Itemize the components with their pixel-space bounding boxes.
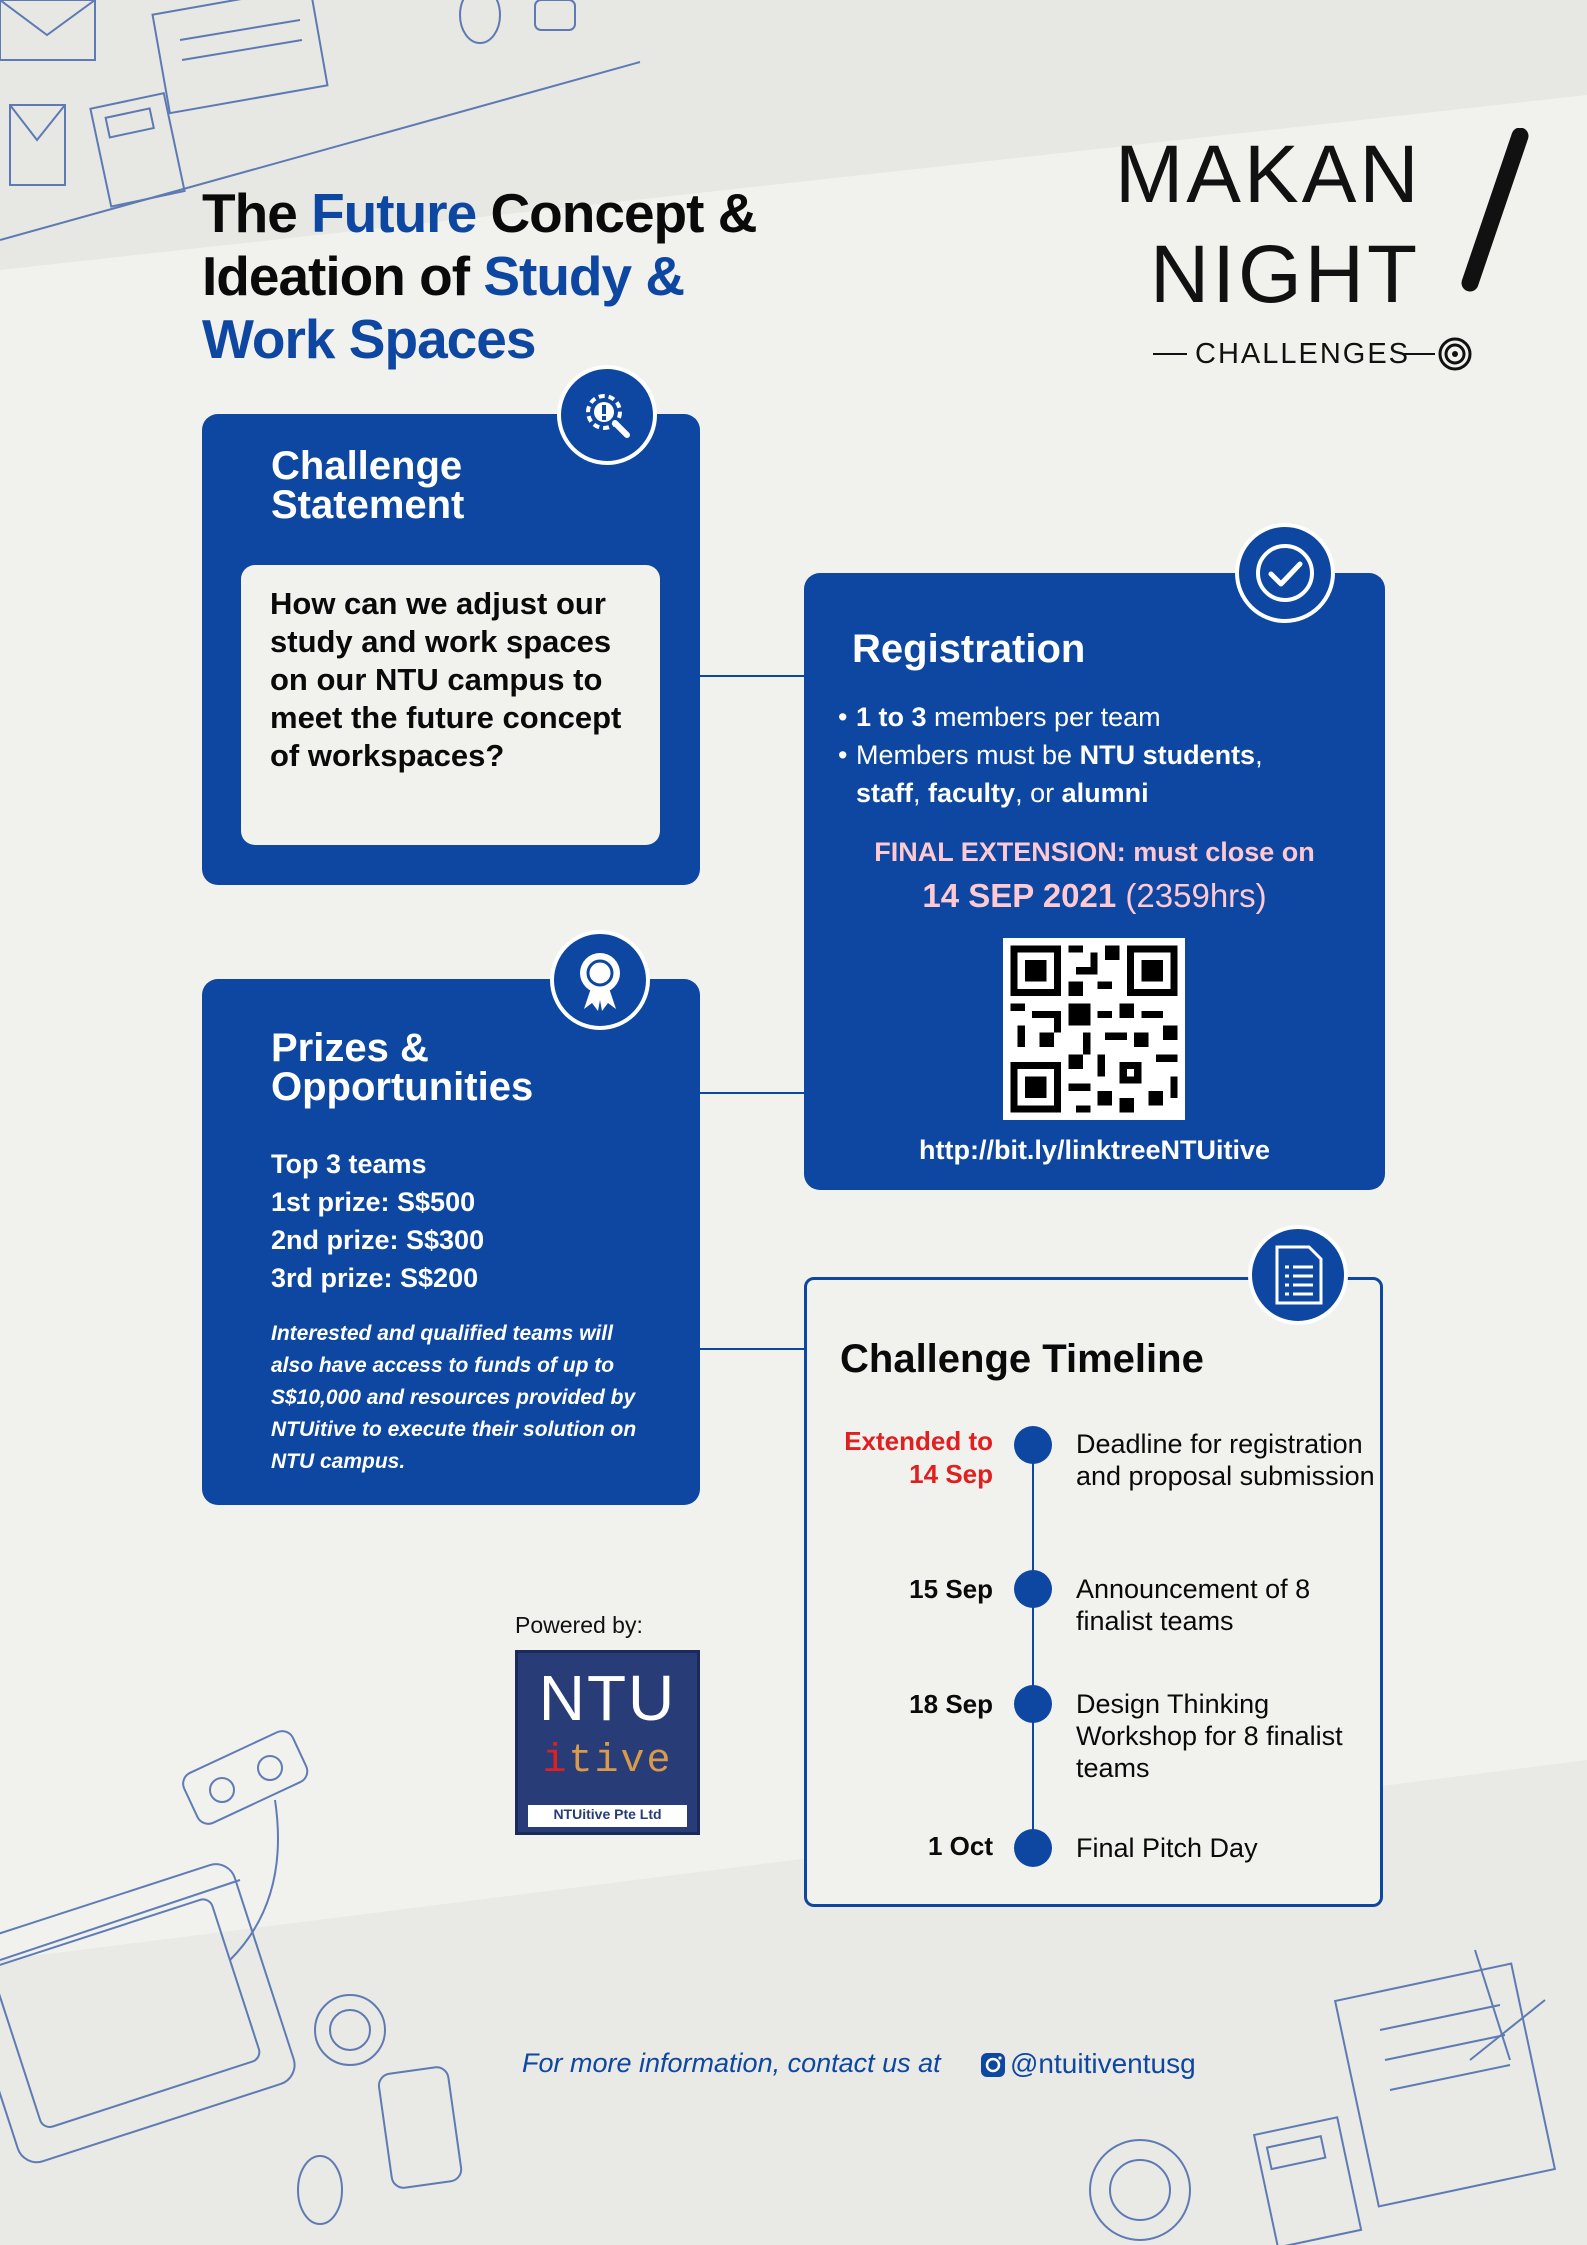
connector-line: [700, 1348, 804, 1350]
title-part1: The: [202, 182, 312, 244]
footer-contact-text: For more information, contact us at: [522, 2048, 941, 2078]
ntuitive-logo-sub: NTUitive Pte Ltd: [553, 1806, 662, 1822]
prizes-heading: Prizes & Opportunities: [271, 1026, 534, 1109]
makan-night-logo: MAKAN NIGHT CHALLENGES: [1115, 128, 1535, 388]
title-part3: Ideation of: [202, 245, 484, 307]
prizes-heading-line2: Opportunities: [271, 1065, 534, 1109]
team-size-bold: 1 to 3: [856, 702, 927, 732]
timeline-dot: [1014, 1829, 1052, 1867]
eligibility-or: , or: [1015, 778, 1062, 808]
registration-requirements: 1 to 3 members per team Members must be …: [838, 698, 1328, 812]
extension-time: (2359hrs): [1125, 877, 1267, 914]
challenge-heading-line1: Challenge: [271, 444, 463, 488]
timeline-heading: Challenge Timeline: [840, 1337, 1204, 1381]
challenge-question: How can we adjust our study and work spa…: [270, 586, 622, 773]
timeline-dot: [1014, 1685, 1052, 1723]
extension-deadline: 14 SEP 2021 (2359hrs): [804, 877, 1385, 915]
ntuitive-logo-bar: [528, 1805, 687, 1827]
ntuitive-logo-i: i: [542, 1739, 569, 1784]
timeline-axis: [1032, 1445, 1034, 1850]
team-size-rest: members per team: [926, 702, 1161, 732]
list-item: Members must be NTU students,staff, facu…: [838, 736, 1328, 812]
list-item: 2nd prize: S$300: [271, 1225, 485, 1255]
page-title: The Future Concept & Ideation of Study &…: [202, 182, 922, 371]
prizes-heading-line1: Prizes &: [271, 1026, 429, 1070]
timeline-desc: Design Thinking Workshop for 8 finalist …: [1076, 1689, 1343, 1783]
title-highlight-future: Future: [311, 182, 477, 244]
instagram-icon[interactable]: [980, 2052, 1006, 2078]
timeline-date: 18 Sep: [909, 1689, 993, 1719]
gear-search-icon: [557, 365, 657, 465]
list-item: 3rd prize: S$200: [271, 1263, 479, 1293]
connector-line: [700, 675, 804, 677]
logo-sub-challenges: CHALLENGES: [1195, 338, 1411, 370]
registration-link[interactable]: http://bit.ly/linktreeNTUitive: [918, 1135, 1271, 1165]
timeline-dot: [1014, 1426, 1052, 1464]
exclamation-slash-icon: [1461, 128, 1529, 292]
eligibility-staff: staff: [856, 778, 914, 808]
eligibility-comma: ,: [1255, 740, 1263, 770]
logo-sub-decoration: [1153, 337, 1472, 371]
timeline-desc: Final Pitch Day: [1076, 1833, 1258, 1863]
title-highlight-work-spaces: Work Spaces: [202, 308, 536, 370]
eligibility-ntu-students: NTU students: [1079, 740, 1256, 770]
logo-word-makan: MAKAN: [1115, 129, 1422, 220]
eligibility-alumni: alumni: [1061, 778, 1149, 808]
checkmark-icon: [1235, 523, 1335, 623]
instagram-handle[interactable]: @ntuitiventusg: [1010, 2048, 1196, 2079]
logo-word-night: NIGHT: [1150, 229, 1421, 320]
challenge-heading: Challenge Statement: [271, 444, 465, 527]
eligibility-text: Members must be: [856, 740, 1080, 770]
challenge-heading-line2: Statement: [271, 483, 465, 527]
extension-date: 14 SEP 2021: [922, 877, 1117, 914]
title-highlight-study: Study &: [483, 245, 685, 307]
ntuitive-logo-tive: tive: [568, 1739, 673, 1784]
timeline-date: 15 Sep: [909, 1574, 993, 1604]
ntuitive-logo: NTU itive NTUitive Pte Ltd: [515, 1650, 700, 1835]
timeline-card: [804, 1277, 1383, 1907]
registration-heading: Registration: [852, 627, 1086, 671]
eligibility-faculty: faculty: [928, 778, 1016, 808]
title-part2: Concept &: [476, 182, 757, 244]
prizes-card: [202, 979, 700, 1505]
award-ribbon-icon: [550, 930, 650, 1030]
extension-label: FINAL EXTENSION: must close on: [874, 837, 1315, 867]
list-item: 1 to 3 members per team: [838, 698, 1328, 736]
powered-by-label: Powered by:: [515, 1612, 643, 1638]
connector-line: [700, 1092, 804, 1094]
ntuitive-logo-ntu: NTU: [538, 1662, 677, 1734]
timeline-dot: [1014, 1570, 1052, 1608]
qr-code-icon[interactable]: [1003, 938, 1185, 1120]
challenge-question-box: [241, 565, 660, 845]
list-item: 1st prize: S$500: [271, 1187, 476, 1217]
document-list-icon: [1248, 1225, 1348, 1325]
timeline-date: 1 Oct: [927, 1831, 993, 1861]
timeline-desc: Deadline for registration and proposal s…: [1076, 1429, 1375, 1491]
ntuitive-logo-itive: itive: [518, 1739, 697, 1784]
list-item: Top 3 teams: [271, 1149, 427, 1179]
eligibility-comma: ,: [913, 778, 929, 808]
timeline-date: Extended to 14 Sep: [844, 1426, 993, 1489]
prize-list: Top 3 teams 1st prize: S$500 2nd prize: …: [271, 1145, 484, 1297]
prize-note: Interested and qualified teams will also…: [271, 1322, 637, 1473]
timeline-desc: Announcement of 8 finalist teams: [1076, 1574, 1311, 1636]
